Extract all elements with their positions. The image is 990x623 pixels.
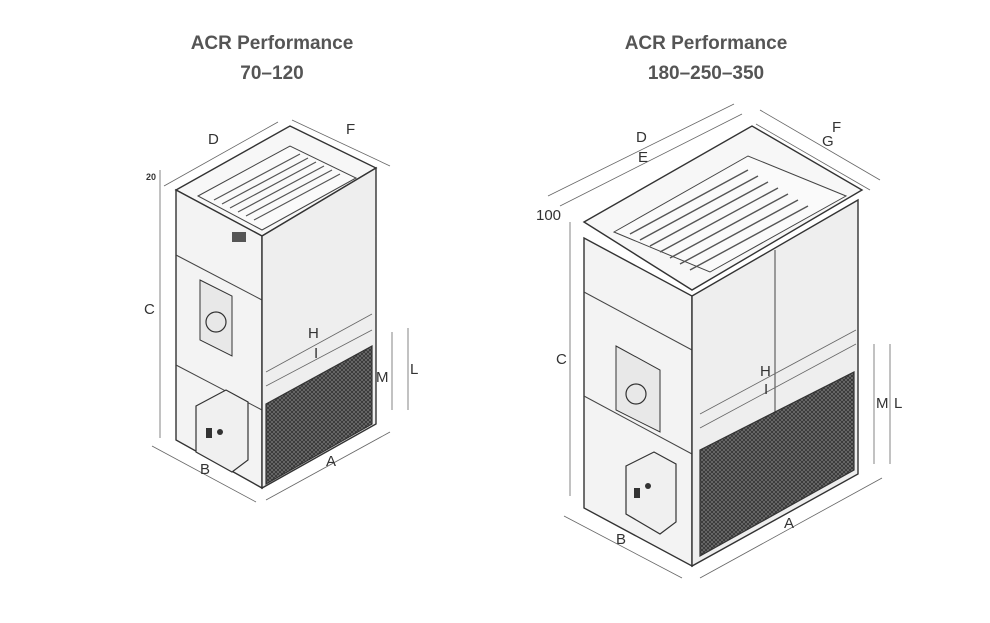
unit-drawing-180-250-350: D E F G 100 C H I M L A B [536, 103, 902, 579]
label-B: B [616, 531, 626, 548]
title-line-1: ACR Performance [190, 33, 354, 54]
flange-plate [199, 279, 233, 357]
label-H: H [760, 363, 771, 380]
top-grille [196, 145, 358, 231]
label-top-offset: 20 [146, 172, 156, 182]
label-B: B [200, 461, 210, 478]
duct-opening-icon [205, 311, 227, 333]
label-I: I [764, 381, 768, 398]
title-line-2: 70–120 [240, 63, 304, 84]
label-D: D [636, 129, 647, 146]
label-F: F [832, 119, 841, 136]
label-H: H [308, 325, 319, 342]
unit-title-70-120: ACR Performance 70–120 [122, 29, 422, 89]
label-G: G [822, 133, 834, 150]
intake-grille [265, 344, 373, 486]
label-M: M [876, 395, 889, 412]
switch-icon [206, 428, 212, 438]
intake-grille [699, 371, 855, 558]
knob-icon [217, 429, 223, 435]
unit-drawing-70-120: D F 20 C H I M L A B [144, 119, 418, 503]
label-C: C [144, 301, 155, 318]
label-C: C [556, 351, 567, 368]
label-A: A [784, 515, 794, 532]
title-line-2: 180–250–350 [647, 63, 765, 84]
label-L: L [894, 395, 902, 412]
latch-icon [232, 232, 246, 242]
control-box [625, 451, 677, 535]
flange-plate [615, 345, 661, 433]
top-grille-bars [629, 169, 809, 271]
label-I: I [314, 345, 318, 362]
top-grille-bars [213, 153, 341, 221]
knob-icon [645, 483, 651, 489]
label-E: E [638, 149, 648, 166]
label-F: F [346, 121, 355, 138]
unit-title-180-350: ACR Performance 180–250–350 [556, 29, 856, 89]
label-top-offset: 100 [536, 207, 561, 224]
label-D: D [208, 131, 219, 148]
label-A: A [326, 453, 336, 470]
title-line-1: ACR Performance [624, 33, 788, 54]
switch-icon [634, 488, 640, 498]
label-M: M [376, 369, 389, 386]
duct-opening-icon [625, 383, 647, 405]
label-L: L [410, 361, 418, 378]
